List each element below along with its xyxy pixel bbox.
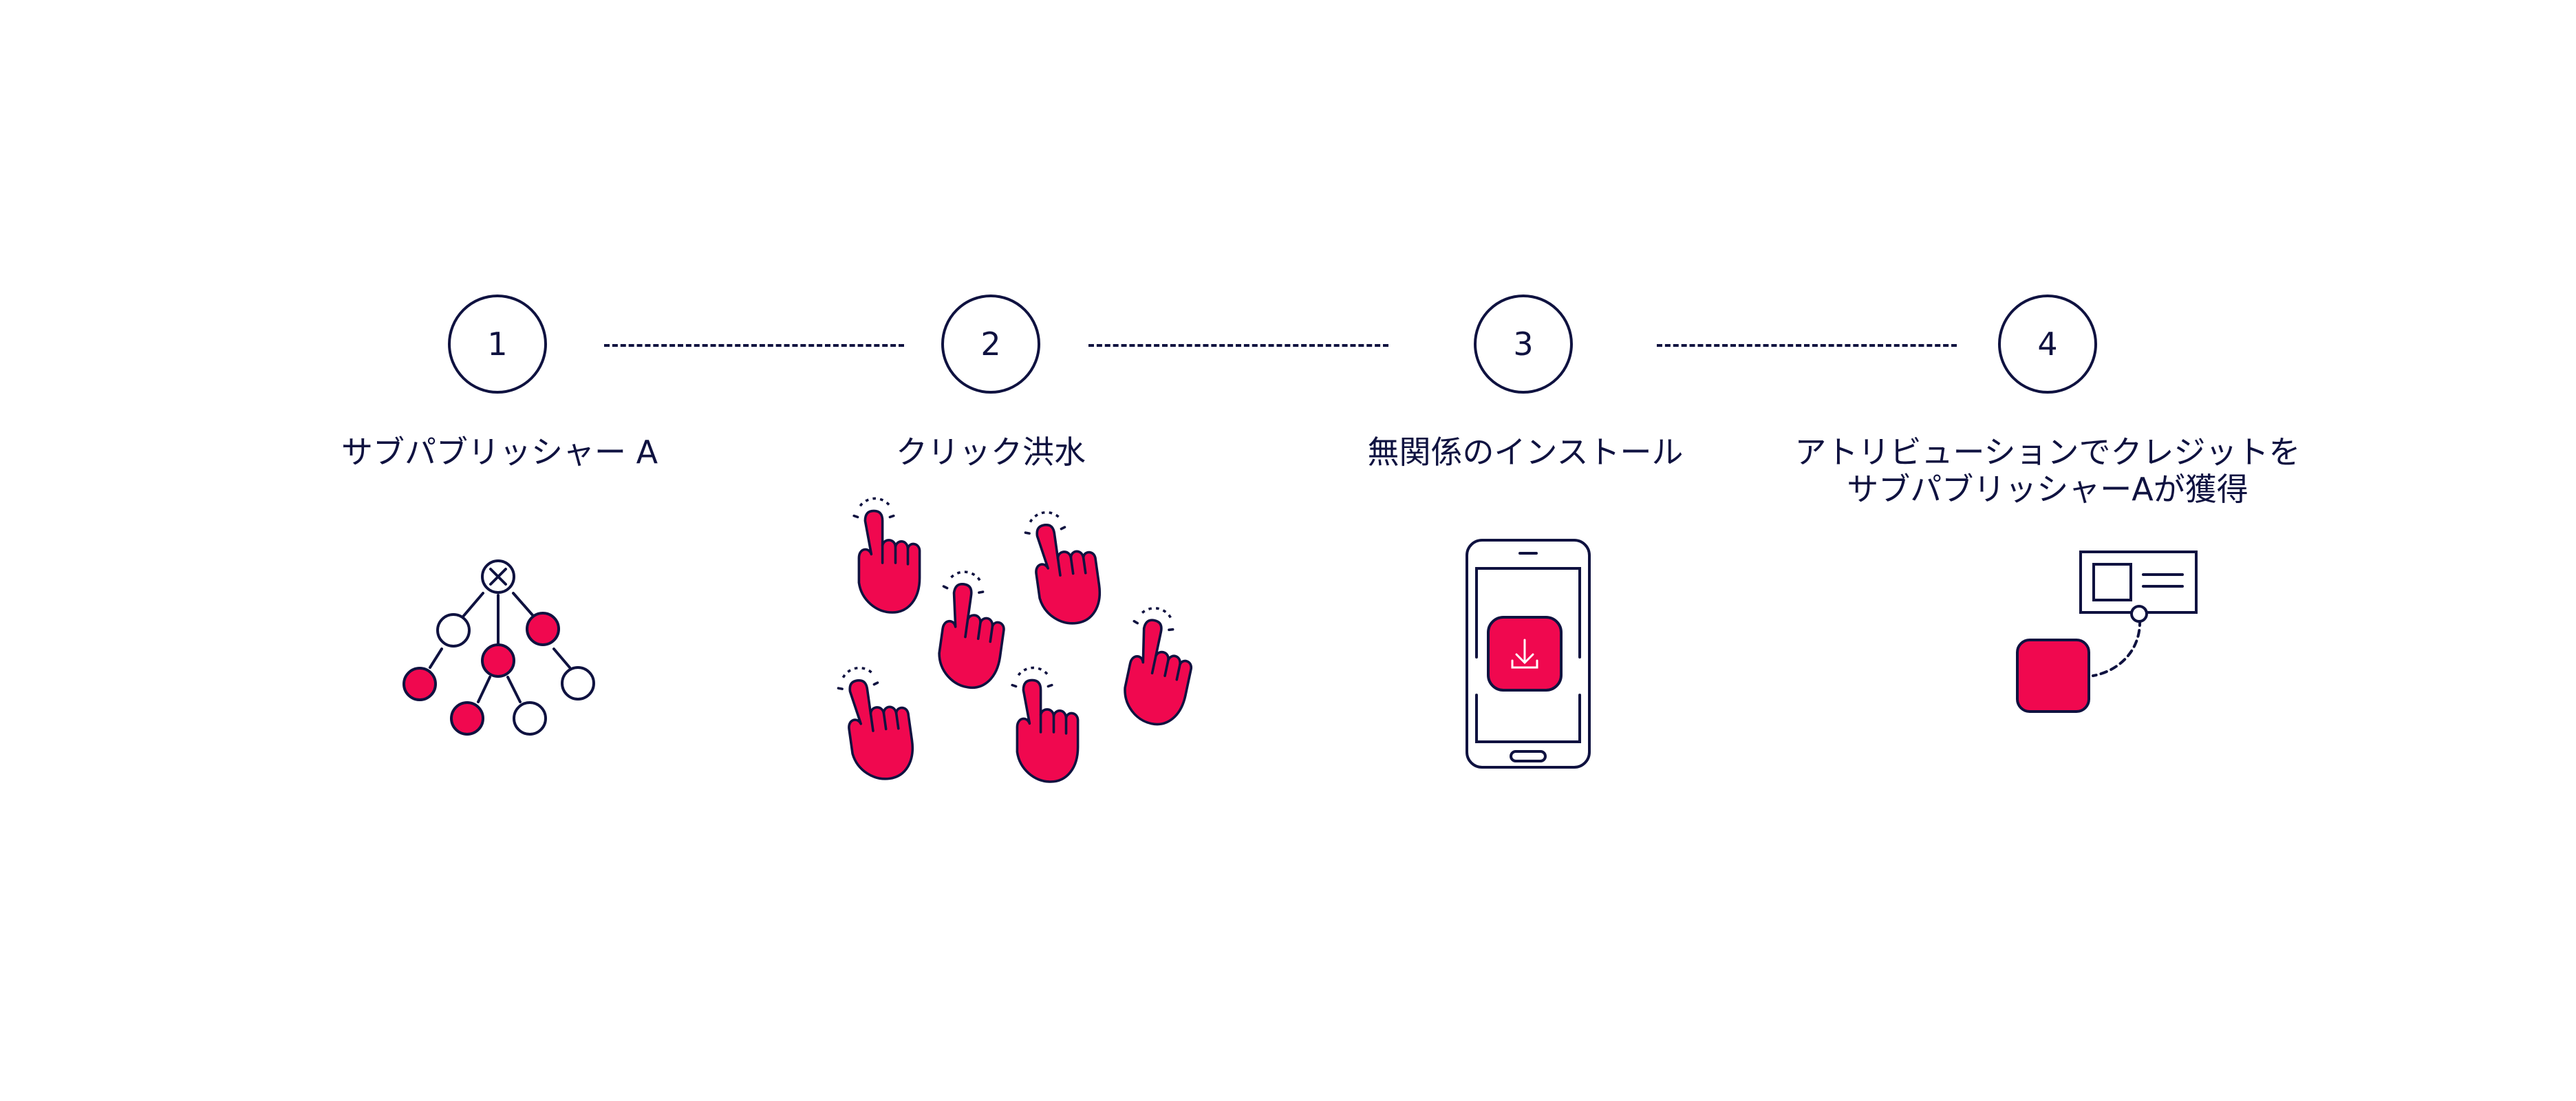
hand-icon xyxy=(1011,666,1080,783)
step-1-label: サブパブリッシャー A xyxy=(238,434,761,471)
card xyxy=(2079,550,2198,614)
app-tile xyxy=(2016,639,2090,713)
connector-1-2 xyxy=(604,344,904,347)
card-image-placeholder xyxy=(2092,563,2132,601)
step-2-label-line-1: クリック洪水 xyxy=(896,434,1086,471)
attribution-card-icon xyxy=(2016,550,2198,713)
hand-icon xyxy=(1113,603,1203,731)
step-2-number: 2 xyxy=(941,295,1040,394)
connector-3-4 xyxy=(1657,344,1957,347)
connector-2-3 xyxy=(1088,344,1388,347)
step-4-label-line-2: サブパブリッシャーAが獲得 xyxy=(1847,471,2248,508)
step-3-label: 無関係のインストール xyxy=(1264,434,1787,471)
step-3-label-line-1: 無関係のインストール xyxy=(1367,434,1684,471)
step-1-number: 1 xyxy=(448,295,547,394)
hand-icon xyxy=(835,661,919,785)
phone-download-icon xyxy=(1466,539,1591,769)
hand-icon xyxy=(1022,505,1106,630)
step-1-label-line-1: サブパブリッシャー A xyxy=(341,434,658,471)
hand-icon xyxy=(852,497,921,614)
step-4-label-line-1: アトリビューションでクレジットを xyxy=(1794,434,2301,471)
step-2-label: クリック洪水 xyxy=(729,434,1252,471)
step-3-number: 3 xyxy=(1474,295,1573,394)
network-tree-icon xyxy=(402,559,595,736)
hand-icon xyxy=(929,568,1013,693)
step-4-label: アトリビューションでクレジットを サブパブリッシャーAが獲得 xyxy=(1786,434,2309,508)
tapping-hands-icon xyxy=(835,497,1203,785)
step-4-number: 4 xyxy=(1998,295,2097,394)
